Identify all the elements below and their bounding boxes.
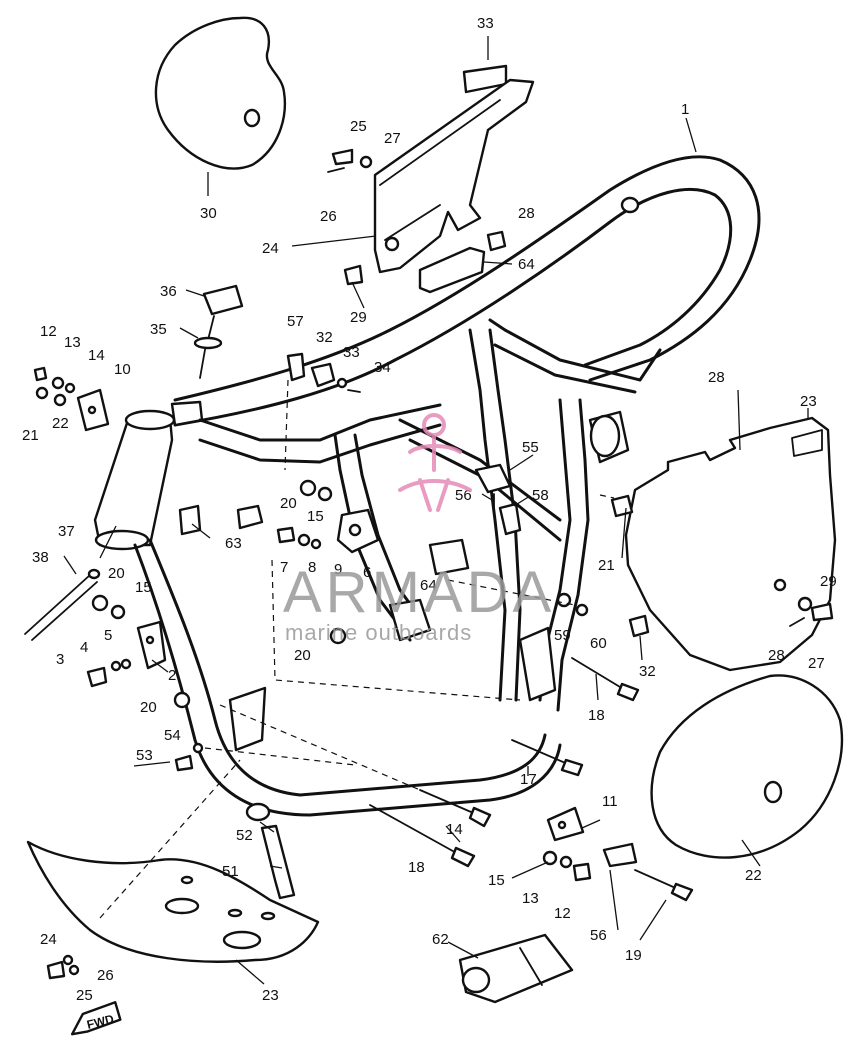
callout-59: 59 (554, 627, 571, 644)
callout-10-lower: 11 (602, 793, 618, 810)
engine-bracket-6 (336, 508, 380, 554)
callout-17: 17 (520, 771, 537, 788)
callout-21: 21 (22, 427, 39, 444)
armada-logo-icon (398, 413, 472, 512)
callout-55: 56 (455, 487, 472, 504)
callout-26: 26 (97, 967, 114, 984)
callout-14: 14 (446, 821, 463, 838)
side-cover-33 (650, 674, 844, 859)
callout-19: 19 (625, 947, 642, 964)
bracket-10-upper (76, 388, 110, 432)
callout-37: 26 (320, 208, 337, 225)
callout-49: 38 (32, 549, 49, 566)
callout-30: 29 (820, 573, 837, 590)
callout-39: 28 (518, 205, 535, 222)
callout-56: 56 (590, 927, 607, 944)
callout-12-upper: 13 (64, 334, 81, 351)
callout-29: 28 (768, 647, 785, 664)
callout-5: 5 (104, 627, 112, 644)
tool-bag-61 (458, 933, 574, 1004)
fwd-arrow: FWD (70, 1001, 122, 1036)
callout-31: 21 (598, 557, 615, 574)
callout-13-lower: 15 (488, 872, 505, 889)
callout-3: 3 (56, 651, 64, 668)
skid-plate-23 (26, 840, 320, 963)
callout-51: 52 (236, 827, 253, 844)
callout-1: 1 (681, 101, 689, 118)
callout-60: 60 (590, 635, 607, 652)
bolts (24, 568, 694, 902)
callout-52: 53 (136, 747, 153, 764)
callout-53: 54 (164, 727, 181, 744)
callout-23: 23 (262, 987, 279, 1004)
callout-18-lower: 18 (408, 859, 425, 876)
callout-22: 22 (52, 415, 69, 432)
watermark-brand: ARMADA (283, 560, 555, 625)
callout-28: 27 (808, 655, 825, 672)
callout-33: 22 (745, 867, 762, 884)
bolt-50-51 (245, 802, 296, 900)
fwd-label: FWD (85, 1012, 115, 1032)
callout-64: 64 (518, 256, 535, 273)
callout-62: 63 (225, 535, 242, 552)
callout-45: 34 (374, 359, 391, 376)
callout-4: 4 (80, 639, 88, 656)
callout-58: 58 (532, 487, 549, 504)
callout-labels: 33 1 25 27 26 28 30 24 64 36 29 57 35 32… (22, 15, 837, 1004)
callout-9: 9 (334, 561, 342, 578)
cover-64 (418, 246, 486, 294)
bracket-10-lower (546, 806, 585, 842)
bracket-2 (136, 620, 167, 670)
callout-13-upper: 14 (88, 347, 105, 364)
callout-6: 6 (363, 564, 371, 581)
callout-34: 23 (800, 393, 817, 410)
callout-48: 37 (58, 523, 75, 540)
callout-7: 7 (280, 559, 288, 576)
callout-27: 28 (708, 369, 725, 386)
callout-41: 30 (200, 205, 217, 222)
callout-8: 8 (308, 559, 316, 576)
callout-25: 25 (76, 987, 93, 1004)
callout-32: 32 (639, 663, 656, 680)
callout-20-lower: 20 (294, 647, 311, 664)
callout-10-upper: 10 (114, 361, 131, 378)
watermark-tagline: marine outboards (285, 620, 472, 645)
callout-50: 51 (222, 863, 239, 880)
callout-63: 64 (420, 577, 437, 594)
callout-11-upper: 12 (40, 323, 57, 340)
callout-24: 24 (40, 931, 57, 948)
callout-54: 55 (522, 439, 539, 456)
watermark: ARMADA marine outboards (283, 413, 555, 645)
callout-35: 24 (262, 240, 279, 257)
callout-18-upper: 18 (588, 707, 605, 724)
callout-15-left: 15 (135, 579, 152, 596)
callout-47: 36 (160, 283, 177, 300)
callout-15-center: 15 (307, 508, 324, 525)
callout-2: 2 (168, 667, 176, 684)
callout-61: 62 (432, 931, 449, 948)
callout-20-bottom: 20 (140, 699, 157, 716)
assembly-lines (99, 379, 615, 919)
leaders (63, 36, 809, 985)
callout-38: 27 (384, 130, 401, 147)
callout-20-left: 20 (108, 565, 125, 582)
callout-12-lower: 13 (522, 890, 539, 907)
side-cover-41 (154, 16, 286, 170)
callout-40: 29 (350, 309, 367, 326)
callout-11-lower: 12 (554, 905, 571, 922)
callout-42: 33 (477, 15, 494, 32)
callout-46: 35 (150, 321, 167, 338)
callout-57: 57 (287, 313, 304, 330)
callout-20-center: 20 (280, 495, 297, 512)
cap-47 (193, 284, 244, 379)
side-cover-34 (624, 416, 837, 672)
callout-36: 25 (350, 118, 367, 135)
callout-44: 33 (343, 344, 360, 361)
callout-43: 32 (316, 329, 333, 346)
rear-bracket-35 (373, 78, 535, 274)
